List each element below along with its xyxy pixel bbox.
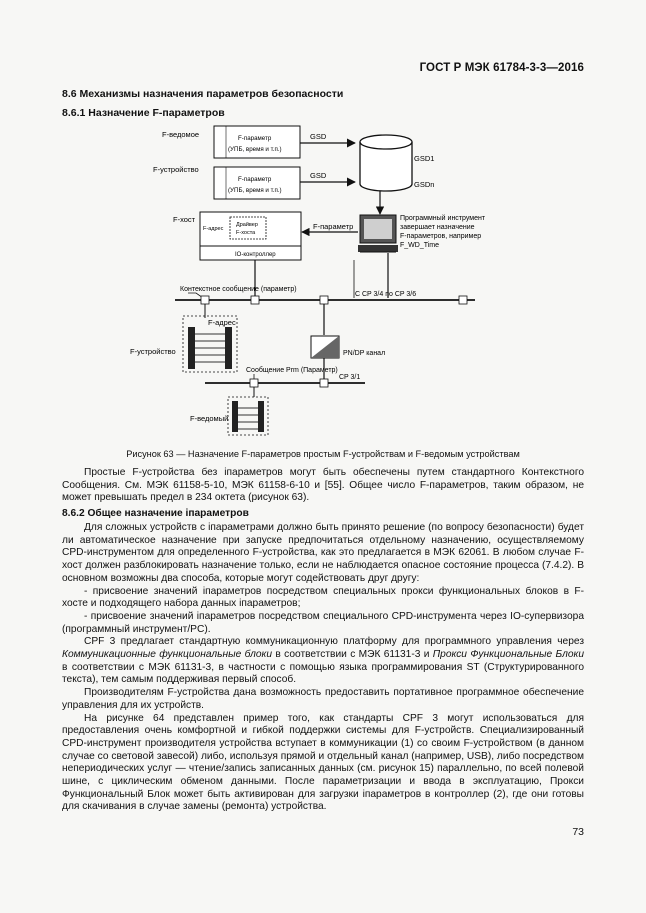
light-curtain-icon [188, 327, 232, 369]
svg-text:IO-контроллер: IO-контроллер [235, 252, 276, 258]
figure-caption: Рисунок 63 — Назначение F-параметров про… [126, 449, 520, 459]
label-tool: Программный инструмент [400, 214, 486, 222]
svg-text:(УПБ, время и т.п.): (УПБ, время и т.п.) [228, 146, 282, 153]
paragraph-4: Производителям F-устройства дана возможн… [62, 687, 584, 711]
svg-text:(УПБ, время и т.п.): (УПБ, время и т.п.) [228, 187, 282, 194]
label-f-slave-bottom: F-ведомый [190, 414, 228, 423]
subsection-title-8-6-2: 8.6.2 Общее назначение iпараметров [62, 508, 249, 519]
label-fparam-arrow: F-параметр [313, 222, 353, 231]
pn-dp-coupler-icon [310, 335, 340, 359]
label-f-slave-top: F-ведомое [162, 130, 199, 139]
label-f-device-bottom: F-устройство [130, 347, 176, 356]
label-gsd1: GSD1 [414, 154, 434, 163]
label-cp31: CP 3/1 [339, 374, 360, 381]
label-f-host: F-хост [173, 215, 196, 224]
page-number: 73 [572, 826, 584, 838]
label-cp-bus: С CP 3/4 по CP 3/6 [355, 291, 416, 298]
label-pn-dp: PN/DP канал [343, 350, 385, 357]
label-gsdn: GSDn [414, 180, 434, 189]
label-gsd-2: GSD [310, 171, 327, 180]
svg-text:F-параметр: F-параметр [238, 135, 272, 142]
svg-text:F-хоста: F-хоста [236, 230, 256, 236]
document-standard-header: ГОСТ Р МЭК 61784-3-3—2016 [419, 62, 584, 74]
gsd-database-icon [359, 134, 413, 192]
label-f-address: F-адрес [208, 318, 236, 327]
label-gsd-1: GSD [310, 132, 327, 141]
svg-text:F-параметров, например: F-параметров, например [400, 233, 481, 240]
list-item-1: - присвоение значений iпараметров посред… [62, 585, 584, 610]
section-title: 8.6 Механизмы назначения параметров безо… [62, 88, 344, 100]
paragraph-1: Простые F-устройства без iпараметров мог… [62, 467, 584, 504]
paragraph-5: На рисунке 64 представлен пример того, к… [62, 712, 584, 813]
f-device-dashed-box [182, 315, 238, 373]
computer-icon [358, 214, 398, 253]
svg-text:F_WD_Time: F_WD_Time [400, 242, 439, 249]
figure-63-diagram: F-ведомое F-устройство F-параметр (УПБ, … [130, 125, 486, 436]
svg-text:Драйвер: Драйвер [236, 221, 258, 228]
io-controller-box [199, 245, 302, 261]
label-f-device-top: F-устройство [153, 165, 199, 174]
svg-text:завершает назначение: завершает назначение [400, 224, 475, 231]
subsection-title-8-6-1: 8.6.1 Назначение F-параметров [62, 107, 225, 119]
light-curtain-icon-2 [232, 401, 264, 432]
f-slave-dashed-box [227, 396, 269, 436]
paragraph-2: Для сложных устройств с iпараметрами дол… [62, 522, 584, 584]
label-context-message: Контекстное сообщение (параметр) [180, 285, 297, 293]
svg-text:F-параметр: F-параметр [238, 176, 272, 183]
label-prm-message: Сообщение Prm (Параметр) [246, 366, 338, 374]
paragraph-3: CPF 3 предлагает стандартную коммуникаци… [62, 636, 584, 686]
svg-text:F-адрес: F-адрес [203, 226, 224, 232]
fparam-box-2 [213, 166, 301, 200]
list-item-2: - присвоение значений iпараметров посред… [62, 610, 584, 635]
body-text-block: Для сложных устройств с iпараметрами дол… [62, 522, 584, 814]
fparam-box-1 [213, 125, 301, 159]
